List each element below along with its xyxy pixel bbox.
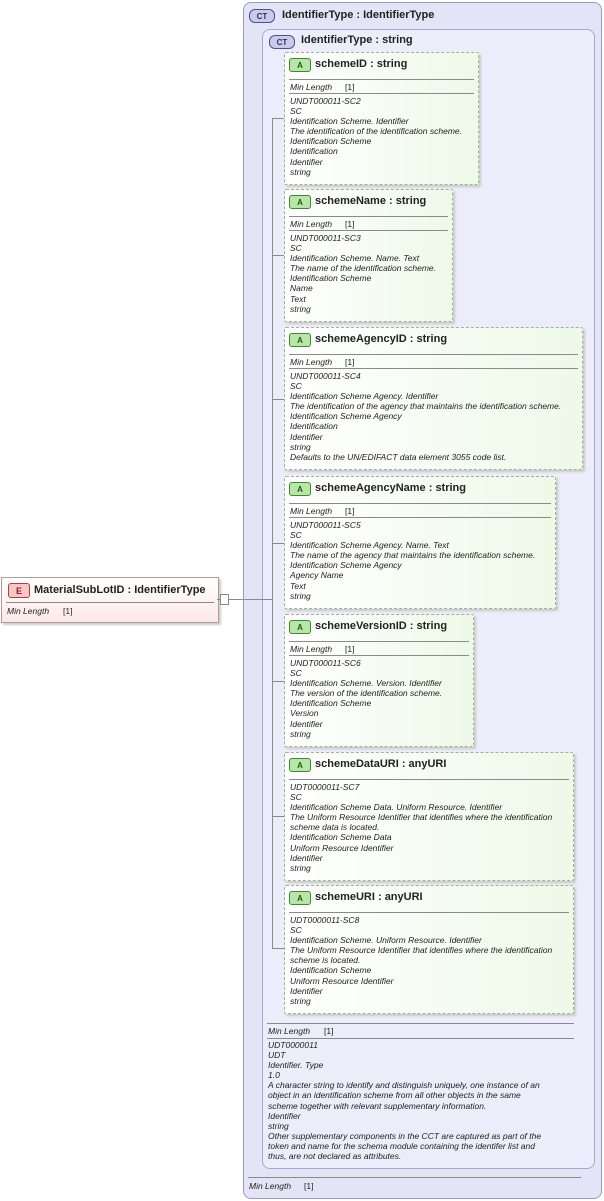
- attribute-branch: [272, 255, 284, 256]
- attribute-divider: [289, 368, 578, 369]
- ct-outer-badge: CT: [249, 9, 275, 23]
- attribute-documentation: UNDT000011-SC2 SC Identification Scheme.…: [290, 96, 462, 177]
- attribute-documentation: UDT0000011-SC8 SC Identification Scheme.…: [290, 915, 553, 1006]
- ct-outer-divider: [248, 1177, 581, 1178]
- attribute-divider: [289, 79, 474, 80]
- element-connector: [217, 599, 244, 600]
- attribute-branch: [272, 543, 284, 544]
- attribute-branch: [272, 816, 284, 817]
- attribute-divider: [289, 912, 569, 913]
- attribute-branch: [272, 681, 284, 682]
- attribute-divider: [289, 779, 569, 780]
- attribute-branch: [272, 118, 284, 119]
- attribute-title: schemeAgencyID : string: [315, 333, 448, 345]
- ct-outer-facet-value: [1]: [304, 1181, 314, 1191]
- ct-inner-divider-top: [267, 1023, 574, 1024]
- attribute-badge: A: [289, 891, 311, 905]
- attribute-documentation: UNDT000011-SC5 SC Identification Scheme …: [290, 520, 536, 601]
- attribute-box-schemeagencyid[interactable]: A schemeAgencyID : string Min Length [1]…: [284, 327, 583, 470]
- attribute-facet-value: [1]: [345, 357, 355, 367]
- attribute-box-schemeversionid[interactable]: A schemeVersionID : string Min Length [1…: [284, 614, 474, 747]
- attribute-title: schemeID : string: [315, 58, 408, 70]
- attribute-divider: [289, 503, 551, 504]
- ct-inner-divider-bottom: [267, 1038, 574, 1039]
- ct-outer-title: IdentifierType : IdentifierType: [282, 9, 435, 21]
- attribute-branch: [272, 399, 284, 400]
- ct-outer-facet-label: Min Length: [249, 1181, 292, 1191]
- attribute-divider: [289, 230, 448, 231]
- attribute-title: schemeDataURI : anyURI: [315, 758, 447, 770]
- attribute-divider: [289, 354, 578, 355]
- attribute-tree-line: [272, 118, 273, 949]
- attribute-branch: [272, 948, 284, 949]
- element-divider: [6, 602, 214, 603]
- attribute-title: schemeName : string: [315, 195, 427, 207]
- attribute-box-schemename[interactable]: A schemeName : string Min Length [1] UND…: [284, 189, 453, 322]
- attribute-divider: [289, 93, 474, 94]
- attribute-box-schemeid[interactable]: A schemeID : string Min Length [1] UNDT0…: [284, 52, 479, 185]
- attribute-badge: A: [289, 482, 311, 496]
- attribute-facet-label: Min Length: [290, 644, 333, 654]
- attribute-badge: A: [289, 620, 311, 634]
- ct-inner-documentation: UDT0000011 UDT Identifier. Type 1.0 A ch…: [268, 1040, 542, 1162]
- ct-inner-facet-value: [1]: [324, 1026, 334, 1036]
- attribute-facet-label: Min Length: [290, 357, 333, 367]
- element-box-materialsublotid[interactable]: E MaterialSubLotID : IdentifierType Min …: [1, 577, 219, 623]
- attribute-documentation: UNDT000011-SC4 SC Identification Scheme …: [290, 371, 562, 462]
- attribute-title: schemeAgencyName : string: [315, 482, 466, 494]
- element-title: MaterialSubLotID : IdentifierType: [34, 584, 206, 596]
- element-facet-value: [1]: [63, 606, 73, 616]
- attribute-facet-value: [1]: [345, 644, 355, 654]
- attribute-facet-value: [1]: [345, 82, 355, 92]
- ct-inner-badge: CT: [269, 35, 295, 49]
- attribute-facet-label: Min Length: [290, 219, 333, 229]
- attribute-documentation: UNDT000011-SC6 SC Identification Scheme.…: [290, 658, 443, 739]
- attribute-facet-value: [1]: [345, 506, 355, 516]
- sequence-icon: [220, 594, 229, 605]
- attribute-documentation: UNDT000011-SC3 SC Identification Scheme.…: [290, 233, 436, 314]
- element-badge: E: [8, 583, 30, 598]
- attribute-tree-stem: [244, 599, 273, 600]
- attribute-box-schemeuri[interactable]: A schemeURI : anyURI UDT0000011-SC8 SC I…: [284, 885, 574, 1014]
- attribute-facet-label: Min Length: [290, 506, 333, 516]
- ct-inner-title: IdentifierType : string: [301, 34, 413, 46]
- attribute-badge: A: [289, 58, 311, 72]
- attribute-divider: [289, 641, 469, 642]
- attribute-documentation: UDT0000011-SC7 SC Identification Scheme …: [290, 782, 553, 873]
- attribute-divider: [289, 216, 448, 217]
- attribute-divider: [289, 655, 469, 656]
- ct-inner-facet-label: Min Length: [268, 1026, 311, 1036]
- attribute-facet-label: Min Length: [290, 82, 333, 92]
- attribute-title: schemeURI : anyURI: [315, 891, 423, 903]
- element-facet-label: Min Length: [7, 606, 50, 616]
- attribute-divider: [289, 517, 551, 518]
- attribute-badge: A: [289, 333, 311, 347]
- attribute-badge: A: [289, 195, 311, 209]
- attribute-badge: A: [289, 758, 311, 772]
- attribute-title: schemeVersionID : string: [315, 620, 448, 632]
- attribute-box-schemedatauri[interactable]: A schemeDataURI : anyURI UDT0000011-SC7 …: [284, 752, 574, 881]
- attribute-facet-value: [1]: [345, 219, 355, 229]
- attribute-box-schemeagencyname[interactable]: A schemeAgencyName : string Min Length […: [284, 476, 556, 609]
